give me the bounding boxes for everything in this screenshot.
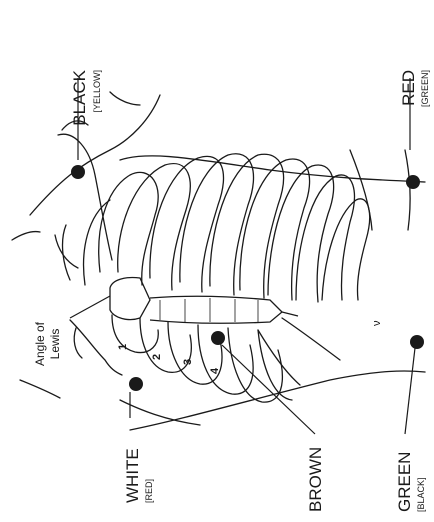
- leader-lines: [70, 78, 415, 434]
- label-angle-of-lewis-line2: Lewis: [48, 329, 62, 360]
- electrode-black-dot: [71, 165, 85, 179]
- rib-number-3: 3: [182, 359, 194, 365]
- label-black: BLACK: [70, 69, 89, 125]
- electrode-red-dot: [406, 175, 420, 189]
- electrode-brown-dot: [211, 331, 225, 345]
- electrode-green-dot: [410, 335, 424, 349]
- electrode-labels: BLACK [YELLOW] RED [GREEN] Angle of Lewi…: [33, 69, 430, 512]
- label-red-alt: [GREEN]: [420, 70, 430, 107]
- torso-outline: [12, 92, 425, 430]
- rib-number-2: 2: [151, 354, 163, 360]
- sternum: [110, 277, 298, 323]
- leader-green: [405, 348, 415, 434]
- label-white: WHITE: [123, 448, 142, 503]
- label-brown: BROWN: [306, 447, 325, 512]
- leader-angle-of-lewis: [70, 296, 110, 318]
- stray-mark: ν: [371, 320, 383, 326]
- electrode-white-dot: [129, 377, 143, 391]
- label-red: RED: [399, 70, 418, 106]
- label-black-alt: [YELLOW]: [92, 70, 102, 113]
- label-green: GREEN: [395, 452, 414, 512]
- label-white-alt: [RED]: [144, 479, 154, 503]
- label-angle-of-lewis-line1: Angle of: [33, 321, 47, 366]
- rib-number-4: 4: [209, 367, 221, 374]
- rib-number-1: 1: [117, 344, 129, 350]
- label-green-alt: [BLACK]: [416, 477, 426, 512]
- leader-brown: [222, 345, 315, 434]
- rib-cage-lower: [112, 315, 340, 402]
